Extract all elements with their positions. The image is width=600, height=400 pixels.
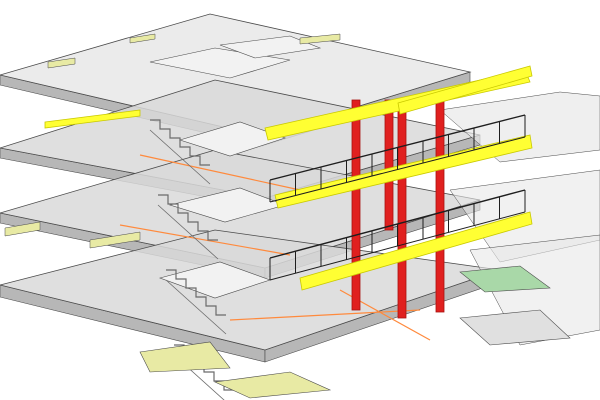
yellow-beam-5 xyxy=(44,109,141,129)
red-column-1 xyxy=(351,99,361,311)
balcony-railings xyxy=(269,114,526,281)
accent-line-3 xyxy=(229,309,421,321)
background-slab-lower xyxy=(469,234,600,346)
window-pad-1 xyxy=(47,57,76,69)
red-column-3 xyxy=(435,95,445,313)
window-pad-5 xyxy=(89,231,141,249)
slab-opening-2 xyxy=(219,35,322,59)
red-column-2 xyxy=(397,109,407,319)
yellow-beam-4 xyxy=(299,211,533,291)
window-pad-2 xyxy=(299,33,341,45)
stair-flight-1 xyxy=(150,119,210,166)
pad-ground-green xyxy=(459,265,551,293)
floor-slabs xyxy=(0,13,600,363)
pad-ground-right xyxy=(459,309,571,346)
slab-opening-3 xyxy=(178,121,286,157)
accent-line-1 xyxy=(139,154,301,191)
pad-ground-mid xyxy=(213,371,332,399)
yellow-beam-3 xyxy=(274,134,533,209)
stair-stringer-2 xyxy=(157,204,219,260)
ground-pads xyxy=(4,33,571,399)
red-column-4 xyxy=(384,99,394,231)
yellow-beams xyxy=(44,65,533,291)
accent-line-2 xyxy=(119,224,291,256)
yellow-beam-2 xyxy=(397,65,533,115)
window-pad-3 xyxy=(129,33,156,44)
pad-ground-left xyxy=(139,341,231,373)
stair-stringer-1 xyxy=(149,129,211,185)
window-pad-4 xyxy=(4,221,41,237)
stair-stringer-3 xyxy=(165,279,227,335)
stair-flight-3 xyxy=(166,269,226,316)
stair-flight-2 xyxy=(158,194,218,241)
